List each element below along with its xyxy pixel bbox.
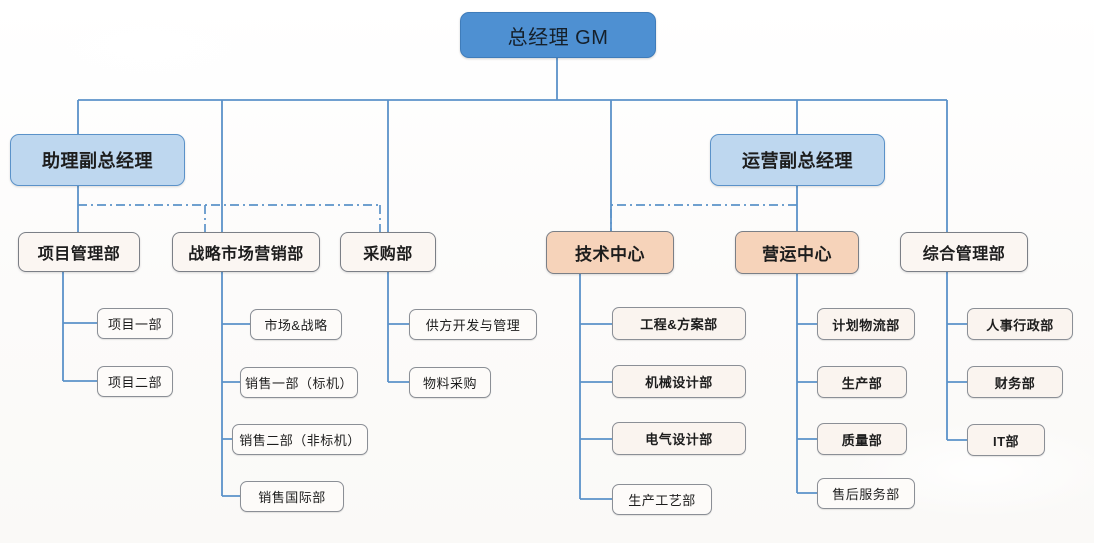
node-technology-center[interactable]: 技术中心	[546, 231, 674, 274]
node-market-and-strategy[interactable]: 市场&战略	[250, 309, 342, 340]
node-after-sales-service-dept[interactable]: 售后服务部	[817, 478, 915, 509]
node-general-administration-dept[interactable]: 综合管理部	[900, 232, 1028, 272]
line-dotted-right-authority	[610, 204, 797, 232]
node-sales-division-1-standard[interactable]: 销售一部（标机）	[240, 367, 358, 398]
spine-admin	[946, 272, 967, 441]
node-project-management-dept[interactable]: 项目管理部	[18, 232, 140, 272]
node-supplier-development-management[interactable]: 供方开发与管理	[409, 309, 537, 340]
node-operations-center[interactable]: 营运中心	[735, 231, 859, 274]
node-quality-dept[interactable]: 质量部	[817, 423, 907, 455]
node-strategic-marketing-dept[interactable]: 战略市场营销部	[172, 232, 320, 272]
node-material-purchasing[interactable]: 物料采购	[409, 367, 491, 398]
line-dotted-left-authority	[78, 204, 381, 232]
node-operations-vice-gm[interactable]: 运营副总经理	[710, 134, 885, 186]
node-sales-division-2-nonstandard[interactable]: 销售二部（非标机）	[232, 424, 368, 455]
node-international-sales[interactable]: 销售国际部	[240, 481, 344, 512]
spine-ops	[796, 272, 817, 494]
node-mechanical-design-dept[interactable]: 机械设计部	[612, 365, 746, 398]
spine-project	[62, 272, 97, 382]
spine-purchasing	[387, 272, 409, 383]
spine-tech	[579, 272, 612, 500]
node-electrical-design-dept[interactable]: 电气设计部	[612, 422, 746, 455]
node-finance-dept[interactable]: 财务部	[967, 366, 1063, 398]
node-production-process-dept[interactable]: 生产工艺部	[612, 484, 712, 515]
node-hr-administration-dept[interactable]: 人事行政部	[967, 308, 1073, 340]
node-assistant-vice-gm[interactable]: 助理副总经理	[10, 134, 185, 186]
node-planning-logistics-dept[interactable]: 计划物流部	[817, 308, 915, 340]
node-production-dept[interactable]: 生产部	[817, 366, 907, 398]
node-purchasing-dept[interactable]: 采购部	[340, 232, 436, 272]
node-project-division-2[interactable]: 项目二部	[97, 366, 173, 397]
node-general-manager[interactable]: 总经理 GM	[460, 12, 656, 58]
node-project-division-1[interactable]: 项目一部	[97, 308, 173, 339]
node-engineering-solution-dept[interactable]: 工程&方案部	[612, 307, 746, 340]
node-it-dept[interactable]: IT部	[967, 424, 1045, 456]
